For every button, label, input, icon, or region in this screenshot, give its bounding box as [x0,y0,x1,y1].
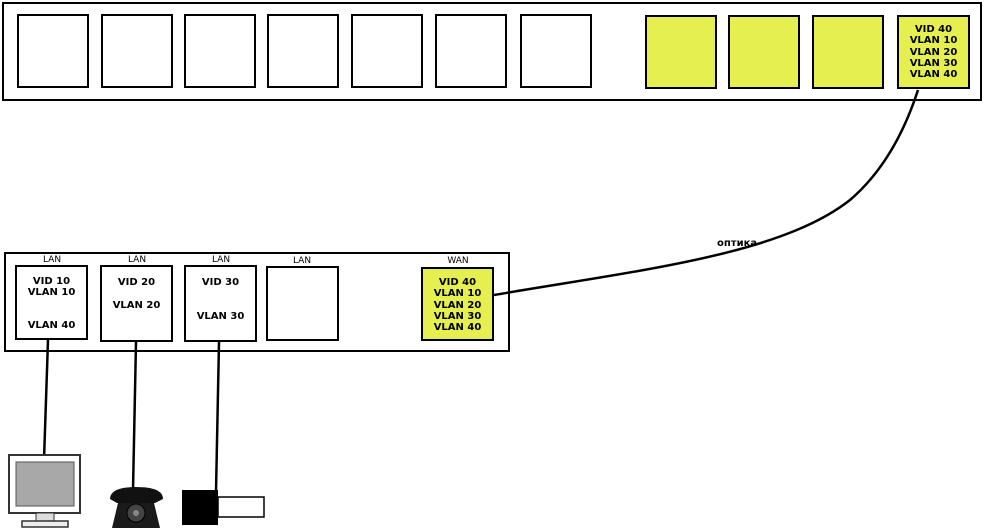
upper-port-7 [520,14,592,88]
wan-port: VID 40 VLAN 10 VLAN 20 VLAN 30 VLAN 40 [421,267,494,341]
upper-port-5 [351,14,423,88]
upper-port-9 [728,15,800,89]
wan-line: VLAN 20 [433,299,482,311]
upper-trunk-line: VLAN 20 [909,46,958,58]
lan-port-2: VID 20 VLAN 20 [100,265,173,342]
fiber-cable [493,89,920,297]
upper-trunk-port-lines: VID 40 VLAN 10 VLAN 20 VLAN 30 VLAN 40 [899,24,968,80]
lan-port-4 [266,266,339,341]
upper-trunk-port: VID 40 VLAN 10 VLAN 20 VLAN 30 VLAN 40 [897,15,970,89]
upper-port-1 [17,14,89,88]
wan-port-label: WAN [447,256,469,266]
lan-port-4-label: LAN [292,256,312,266]
lan-port-2-label: LAN [127,255,147,265]
lan-port-1-vlan: VLAN 10 [27,287,76,298]
lan-port-2-vlan: VLAN 20 [112,300,161,311]
upper-port-10 [812,15,884,89]
upper-port-4 [267,14,339,88]
upper-trunk-line: VLAN 30 [909,57,958,69]
lan-port-1: VID 10 VLAN 10 VLAN 40 [15,265,88,340]
monitor-icon [8,454,81,528]
lan-port-3-vid: VID 30 [201,277,240,288]
upper-trunk-line: VID 40 [914,24,953,35]
lan-port-3: VID 30 VLAN 30 [184,265,257,342]
wan-port-lines: VID 40 VLAN 10 VLAN 20 VLAN 30 VLAN 40 [423,277,492,333]
pc-cable [42,339,50,461]
upper-port-6 [435,14,507,88]
upper-port-2 [101,14,173,88]
wan-line: VID 40 [438,277,477,288]
rotary-phone-icon [110,487,163,528]
wan-line: VLAN 10 [433,288,482,300]
wan-line: VLAN 40 [433,322,482,334]
lan-port-3-vlan: VLAN 30 [196,311,245,322]
upper-trunk-line: VLAN 40 [909,69,958,81]
upper-trunk-line: VLAN 10 [909,35,958,47]
lan-port-1-vlan-tagged: VLAN 40 [27,320,76,331]
lan-port-1-vid: VID 10 [32,276,71,287]
set-top-box-icon [182,490,265,525]
wan-line: VLAN 30 [433,310,482,322]
lan-port-1-label: LAN [42,255,62,265]
phone-cable [131,341,138,491]
lan-port-3-label: LAN [211,255,231,265]
stb-cable [214,341,221,493]
lan-port-2-vid: VID 20 [117,277,156,288]
upper-port-3 [184,14,256,88]
fiber-link-label: оптика [717,238,758,249]
upper-port-8 [645,15,717,89]
